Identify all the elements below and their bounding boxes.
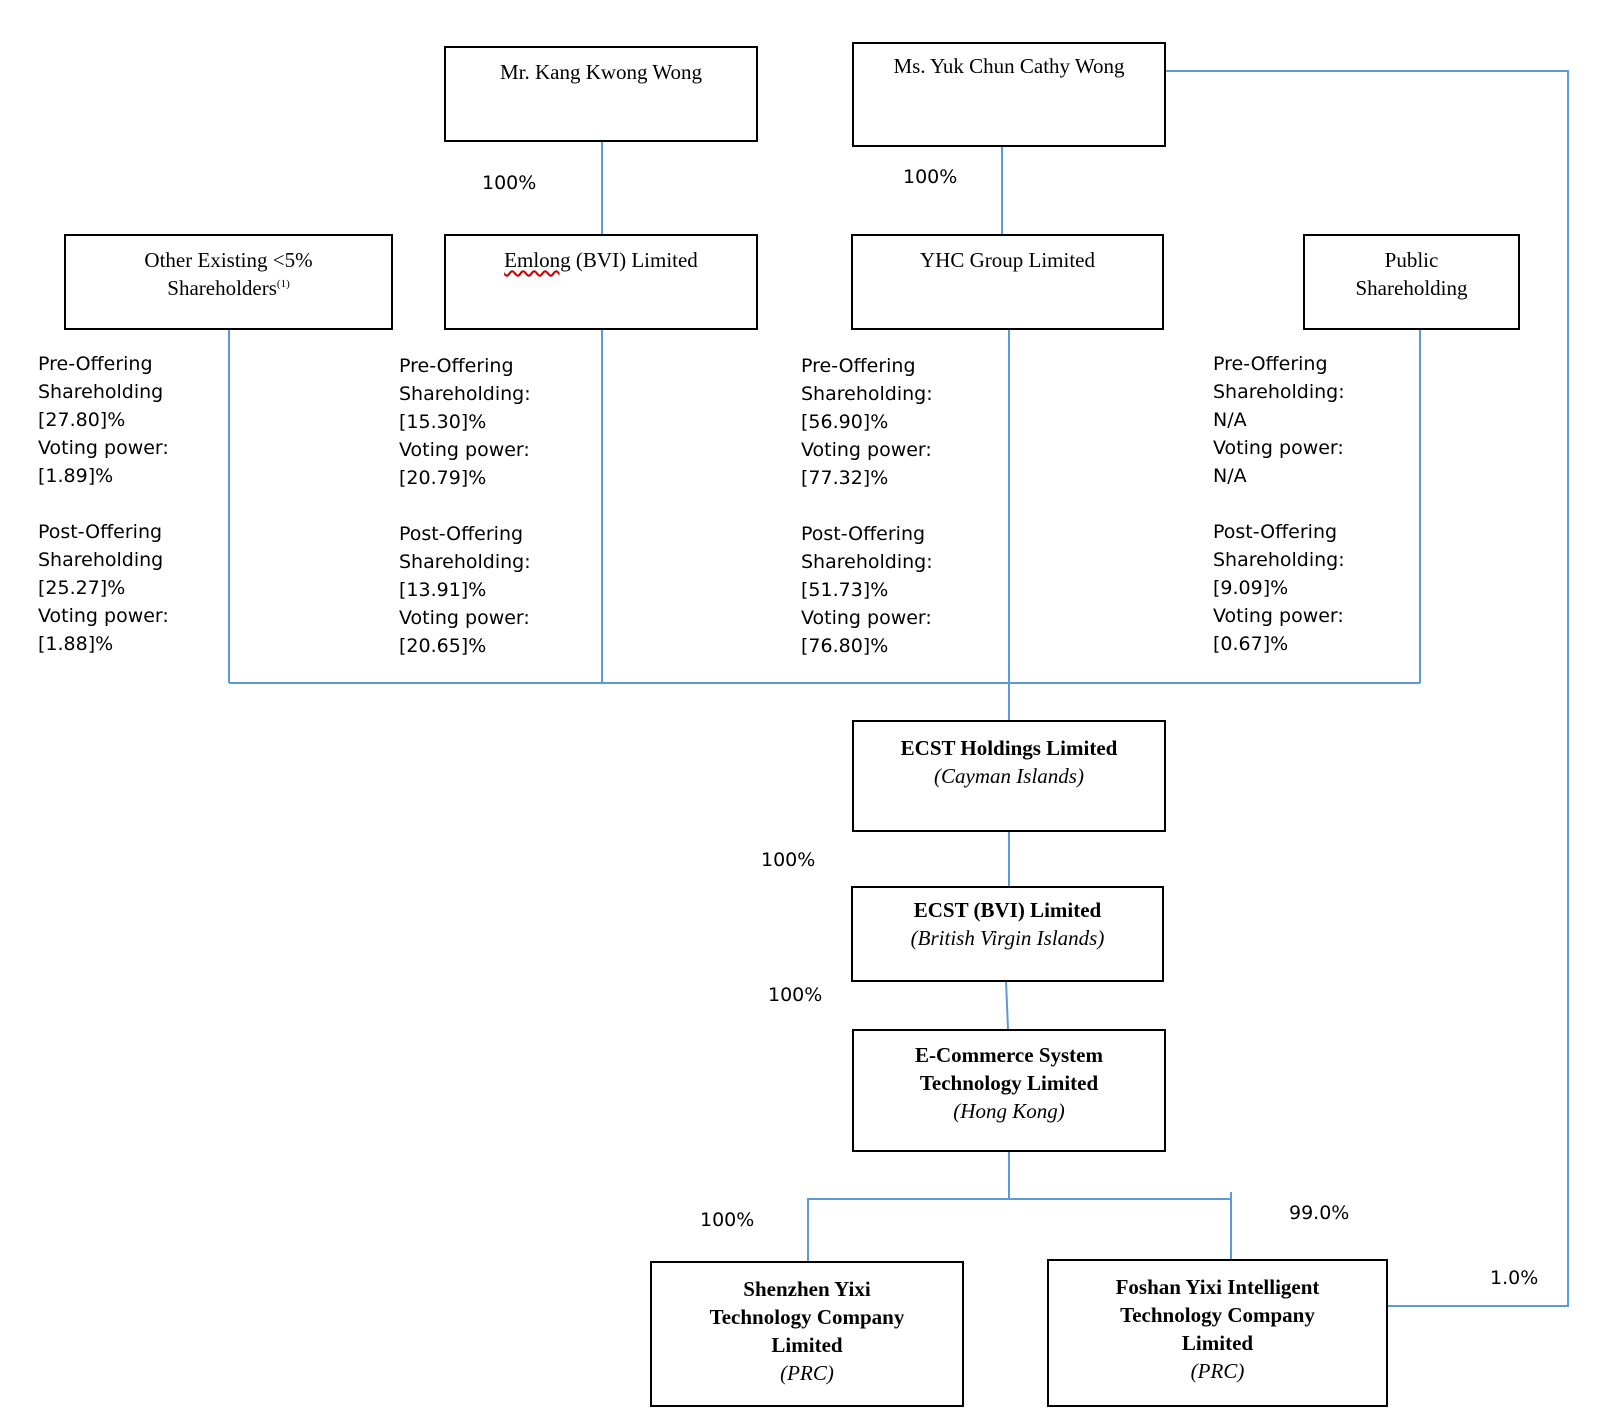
entity-box-kang-kwong-wong: Mr. Kang Kwong Wong [444,46,758,142]
entity-name-line2: Technology Company [1120,1303,1315,1327]
pre-offering-label: Pre-Offering [1213,353,1328,375]
ownership-pct-yuk-foshan: 1.0% [1490,1267,1539,1289]
ownership-pct-kang-emlong: 100% [482,172,537,194]
entity-box-ecommerce-system-technology: E-Commerce System Technology Limited (Ho… [852,1029,1166,1152]
entity-box-ecst-bvi: ECST (BVI) Limited (British Virgin Islan… [851,886,1164,982]
entity-name-line1: Other Existing <5% [144,248,313,272]
entity-name-line2: Shareholding [1355,276,1468,300]
voting-power-label: Voting power: [1213,437,1344,459]
shareholding-label: Shareholding: [399,551,531,573]
entity-jurisdiction: (PRC) [780,1361,834,1385]
ownership-pct-yuk-yhc: 100% [903,166,958,188]
entity-name: ECST Holdings Limited [900,736,1118,760]
entity-name-line1: Shenzhen Yixi [743,1277,871,1301]
post-shareholding-value: [25.27]% [38,577,126,599]
pre-offering-label: Pre-Offering [38,353,153,375]
entity-box-shenzhen-yixi: Shenzhen Yixi Technology Company Limited… [650,1261,964,1407]
post-voting-value: [0.67]% [1213,633,1289,655]
entity-name-line1: Foshan Yixi Intelligent [1115,1275,1320,1299]
entity-name-part2: (BVI) Limited [570,248,698,272]
post-offering-label: Post-Offering [399,523,524,545]
entity-box-foshan-yixi: Foshan Yixi Intelligent Technology Compa… [1047,1259,1388,1407]
post-offering-label: Post-Offering [1213,521,1338,543]
post-offering-label: Post-Offering [38,521,163,543]
pre-voting-value: [1.89]% [38,465,114,487]
voting-power-label: Voting power: [801,439,932,461]
voting-power-label: Voting power: [1213,605,1344,627]
entity-box-public-shareholding: Public Shareholding [1303,234,1520,330]
post-voting-value: [20.65]% [399,635,487,657]
ownership-pct-ecommerce-shenzhen: 100% [700,1209,755,1231]
connector-bvi-ecommerce [1005,980,1009,1030]
entity-jurisdiction: (PRC) [1190,1359,1245,1383]
footnote-marker: (1) [276,278,290,290]
shareholding-note-other: Pre-Offering Shareholding [27.80]% Votin… [38,350,169,658]
entity-name: Mr. Kang Kwong Wong [499,60,703,84]
connector-branch-foshan [1009,1198,1232,1259]
entity-name-line3: Limited [1181,1331,1254,1355]
ownership-pct-bvi-ecommerce: 100% [768,984,823,1006]
post-shareholding-value: [9.09]% [1213,577,1289,599]
connector-branch-shenzhen [807,1198,1009,1261]
shareholding-label: Shareholding: [801,551,933,573]
post-voting-value: [1.88]% [38,633,114,655]
entity-jurisdiction: (British Virgin Islands) [910,926,1105,950]
pre-voting-value: [77.32]% [801,467,889,489]
entity-name-line3: Limited [771,1333,843,1357]
pre-voting-value: [20.79]% [399,467,487,489]
shareholding-label: Shareholding [38,549,164,571]
pre-offering-label: Pre-Offering [801,355,916,377]
shareholding-label: Shareholding: [1213,549,1345,571]
shareholding-label: Shareholding [38,381,164,403]
entity-name: YHC Group Limited [920,248,1095,272]
post-shareholding-value: [51.73]% [801,579,889,601]
entity-jurisdiction: (Cayman Islands) [934,764,1084,788]
pre-shareholding-value: [56.90]% [801,411,889,433]
voting-power-label: Voting power: [801,607,932,629]
pre-shareholding-value: [27.80]% [38,409,126,431]
entity-jurisdiction: (Hong Kong) [953,1099,1065,1123]
voting-power-label: Voting power: [38,605,169,627]
entity-name-part1: Emlong [504,248,571,272]
ownership-pct-ecommerce-foshan: 99.0% [1289,1202,1350,1224]
entity-box-other-shareholders: Other Existing <5% Shareholders(1) [64,234,393,330]
shareholding-note-public: Pre-Offering Shareholding: N/A Voting po… [1213,350,1345,658]
entity-name-line2: Technology Company [709,1305,905,1329]
post-voting-value: [76.80]% [801,635,889,657]
pre-voting-value: N/A [1213,465,1247,487]
entity-name: ECST (BVI) Limited [913,898,1102,922]
shareholding-label: Shareholding: [801,383,933,405]
shareholding-note-yhc: Pre-Offering Shareholding: [56.90]% Voti… [801,352,933,660]
shareholding-label: Shareholding: [1213,381,1345,403]
pre-shareholding-value: [15.30]% [399,411,487,433]
post-offering-label: Post-Offering [801,523,926,545]
entity-box-ecst-holdings: ECST Holdings Limited (Cayman Islands) [852,720,1166,832]
entity-name: Ms. Yuk Chun Cathy Wong [893,54,1125,78]
pre-shareholding-value: N/A [1213,409,1247,431]
entity-name-line1: E-Commerce System [915,1043,1103,1067]
entity-name-line2: Shareholders [167,276,277,300]
entity-name-line2: Technology Limited [919,1071,1099,1095]
voting-power-label: Voting power: [399,607,530,629]
entity-box-yuk-chun-cathy-wong: Ms. Yuk Chun Cathy Wong [852,42,1166,147]
pre-offering-label: Pre-Offering [399,355,514,377]
shareholding-note-emlong: Pre-Offering Shareholding: [15.30]% Voti… [399,352,531,660]
entity-box-yhc-group: YHC Group Limited [851,234,1164,330]
voting-power-label: Voting power: [399,439,530,461]
entity-name-line1: Public [1384,248,1439,272]
voting-power-label: Voting power: [38,437,169,459]
ownership-pct-holdings-bvi: 100% [761,849,816,871]
connector-yuk-foshan [1164,70,1569,1307]
shareholding-label: Shareholding: [399,383,531,405]
post-shareholding-value: [13.91]% [399,579,487,601]
entity-box-emlong-bvi: Emlong (BVI) Limited [444,234,758,330]
